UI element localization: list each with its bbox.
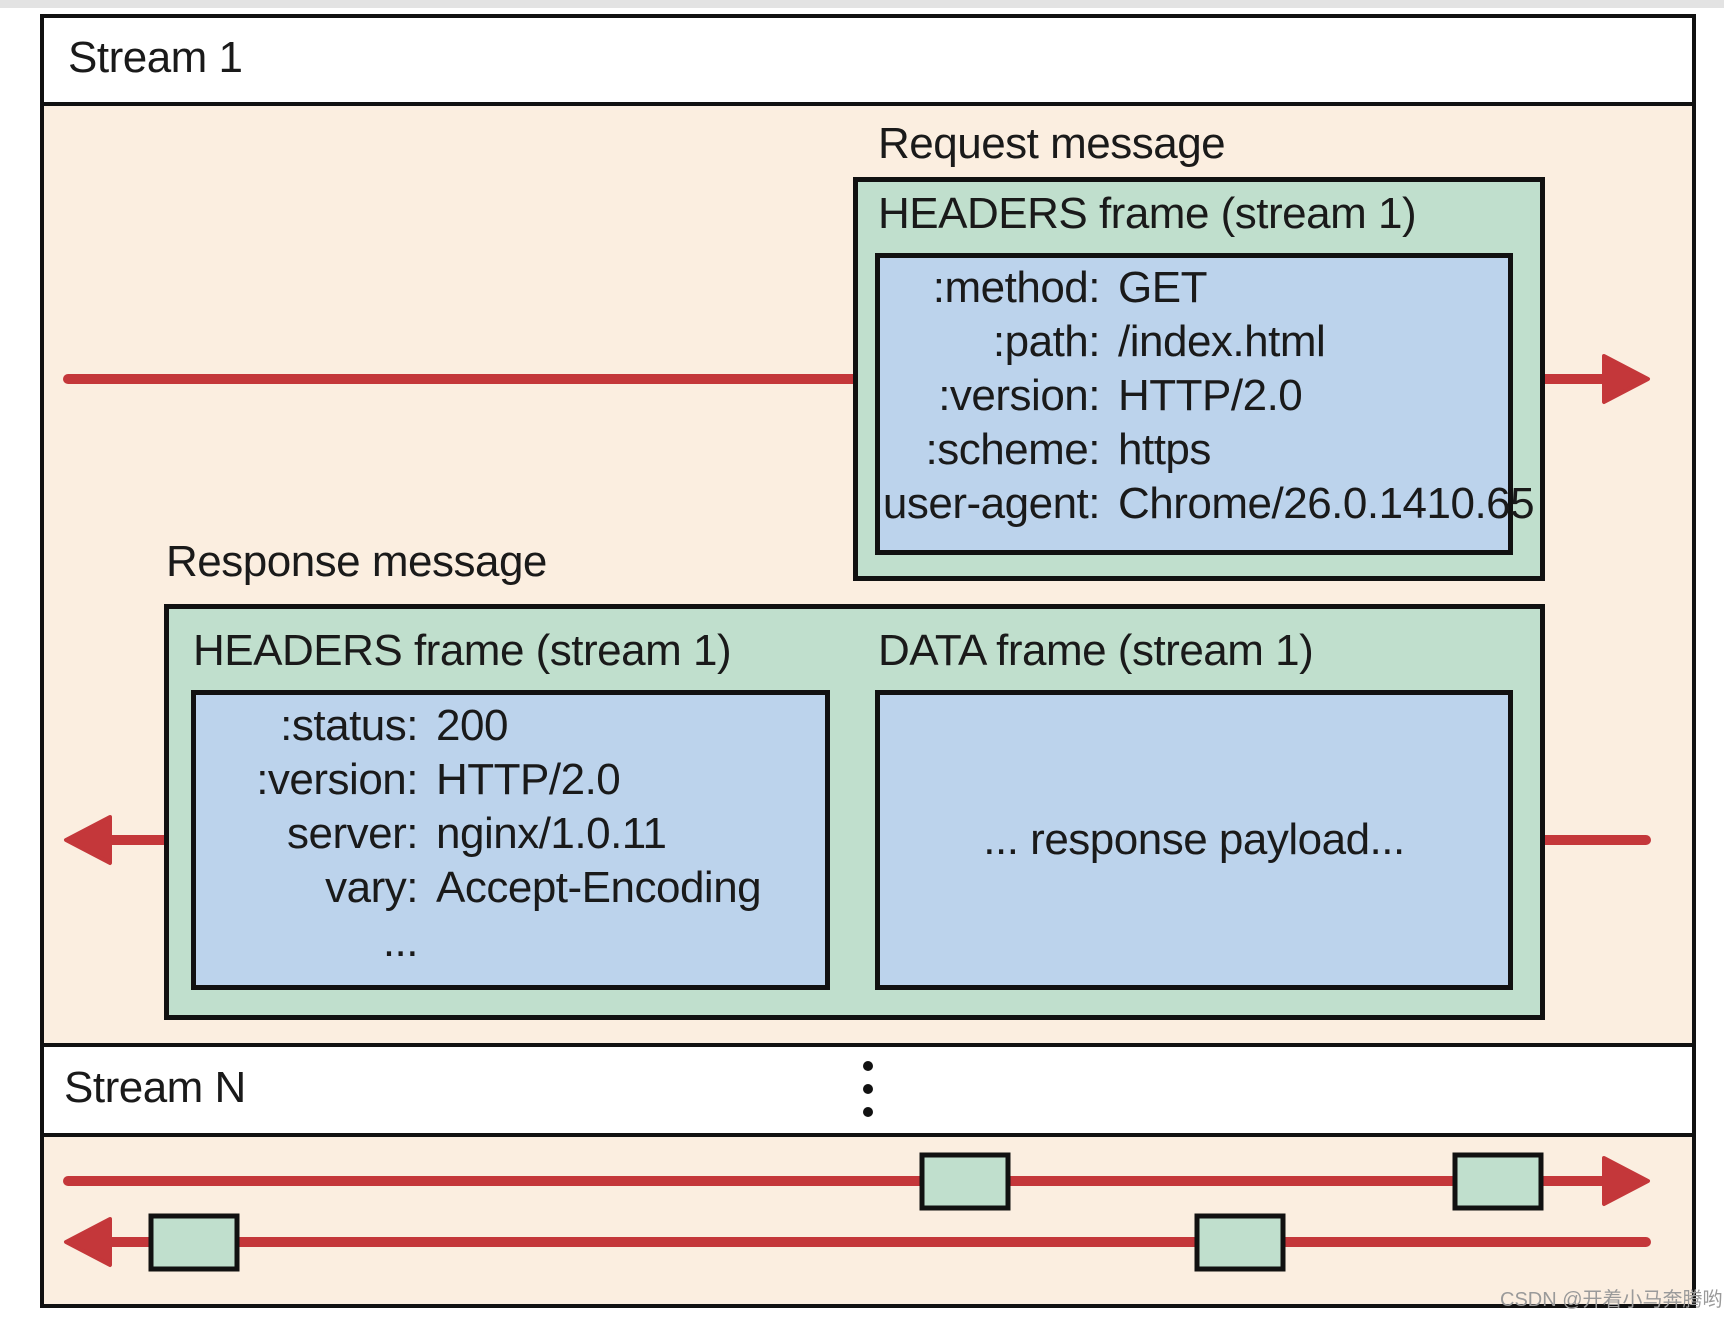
response-header-key: :status: (280, 701, 418, 750)
request-header-value: HTTP/2.0 (1118, 371, 1303, 420)
response-arrow-head (64, 815, 112, 865)
request-header-key: :method: (932, 263, 1101, 312)
response-header-value: HTTP/2.0 (436, 755, 621, 804)
response-headers-block (191, 690, 830, 990)
request-headers-block (875, 253, 1513, 555)
stream-1-divider (44, 102, 1692, 106)
stream-n-label: Stream N (64, 1063, 246, 1112)
watermark: CSDN @开着小马奔腾哟 (1500, 1289, 1723, 1311)
stream-n-inbound-arrow (64, 1217, 1651, 1267)
stream-n-outbound-arrow (63, 1156, 1650, 1206)
request-header-key: :version: (938, 371, 1100, 420)
stream-n-outbound-arrow-head (1602, 1156, 1650, 1206)
request-arrow (63, 354, 1650, 404)
request-header-value: Chrome/26.0.1410.65 (1118, 479, 1535, 528)
response-header-key: server: (287, 809, 418, 858)
stream-1-label: Stream 1 (68, 33, 243, 82)
stream-n-frame (919, 1152, 1011, 1211)
request-header-key: user-agent: (882, 479, 1101, 528)
response-header-value: Accept-Encoding (436, 863, 762, 912)
request-header-value: https (1118, 425, 1211, 474)
stream-1-header (44, 18, 1692, 102)
stream-n-top-divider (44, 1043, 1692, 1047)
response-header-key: :version: (256, 755, 418, 804)
response-header-key: vary: (325, 863, 418, 912)
request-headers-frame-title: HEADERS frame (stream 1) (878, 189, 1417, 238)
response-header-value: 200 (436, 701, 508, 750)
stream-n-body (44, 1137, 1692, 1304)
stream-n-divider (44, 1133, 1692, 1137)
request-header-value: /index.html (1118, 317, 1326, 366)
response-data-frame-title: DATA frame (stream 1) (878, 626, 1314, 675)
response-arrow (64, 815, 1651, 865)
top-edge (0, 0, 1724, 8)
response-message-label: Response message (166, 537, 547, 586)
request-message-label: Request message (878, 119, 1226, 168)
stream-n-frame (148, 1213, 240, 1272)
response-data-block (875, 690, 1513, 990)
stream-n-inbound-arrow-head (64, 1217, 112, 1267)
response-header-key: ... (382, 917, 419, 966)
request-arrow-head (1602, 354, 1650, 404)
request-header-key: :path: (992, 317, 1101, 366)
stream-n-frame (1194, 1213, 1286, 1272)
response-payload-text: ... response payload... (983, 815, 1405, 864)
response-headers-frame-title: HEADERS frame (stream 1) (193, 626, 732, 675)
response-header-value: nginx/1.0.11 (436, 809, 667, 858)
request-header-value: GET (1118, 263, 1207, 312)
vertical-ellipsis-icon (856, 1058, 880, 1122)
request-header-key: :scheme: (925, 425, 1100, 474)
stream-n-frame (1452, 1152, 1544, 1211)
